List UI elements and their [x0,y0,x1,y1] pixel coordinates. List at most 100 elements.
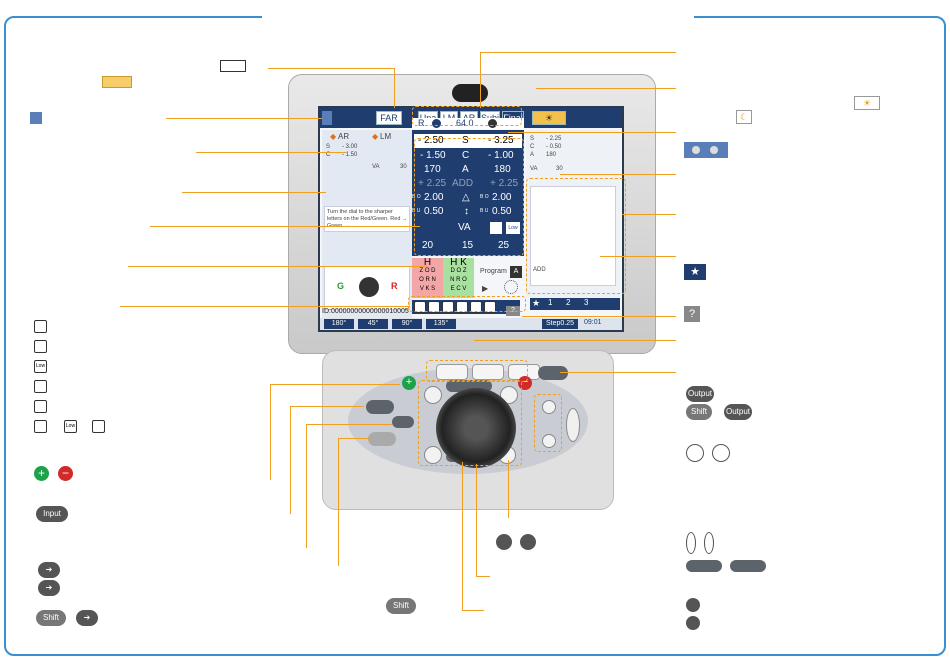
mask-icon[interactable] [428,301,440,313]
rotate-icon[interactable] [470,301,482,313]
pd-label: R [418,118,425,128]
square-toggle-icon[interactable] [490,222,502,234]
r-lm-a-key: A [530,152,535,158]
rocker-switch[interactable] [566,408,580,442]
round-key-bl[interactable] [424,446,442,464]
plus-button[interactable]: + [402,376,416,390]
leader-plus-v [270,384,271,480]
sensor-icon [452,84,488,102]
light-icon[interactable] [456,301,468,313]
round-right-legend-icon [520,534,536,550]
rocker-right-legend-icon [704,532,714,554]
r-lm-a-value: 180 [546,152,557,158]
collapse-arrow-icon[interactable] [322,111,332,125]
leader-bar [462,462,463,610]
far-tab[interactable]: FAR [376,111,402,125]
angle-90[interactable]: 90° [392,319,422,329]
eye-right-icon[interactable] [432,119,441,128]
contrast-icon[interactable] [414,301,426,313]
leader-output [560,372,676,373]
output-legend-icon-2: Output [724,404,752,420]
prism-icon: △ [462,192,470,203]
chart-toolbar [412,300,520,314]
leader-dial-h [476,576,490,577]
zoom-in-key[interactable] [542,400,556,414]
enter-legend-icon-1: ➔ [38,562,60,578]
page-3[interactable]: 3 [584,298,589,307]
page-2[interactable]: 2 [566,298,571,307]
angle-135[interactable]: 135° [426,319,456,329]
prism-vertical-icon: ↕ [464,206,469,217]
leader-dial [476,464,477,576]
star-icon[interactable]: ★ [532,298,541,308]
cyl-right: - 1.50 [420,150,446,161]
highlight-program-keys [426,360,528,382]
leader-keys [474,340,676,341]
step-value: Step0.25 [542,319,578,329]
bo-label-r: B O [412,194,421,200]
dial-graphic-icon [359,277,379,297]
zoom-out-key[interactable] [542,434,556,448]
angle-180[interactable]: 180° [324,319,354,329]
yellow-swatch-icon [102,76,132,88]
brightness-button[interactable]: ☀ [532,111,566,125]
sphere-row[interactable]: - 2.50 S - 3.25 [414,134,522,148]
leader-star [600,256,676,257]
frame-gap [262,12,694,22]
output-key[interactable] [538,366,568,380]
program-button-1[interactable] [436,364,468,380]
control-dial[interactable] [436,388,516,468]
lm-c-value: - 1.50 [342,152,358,158]
low-toggle[interactable]: Low [506,222,520,234]
r-va-value: 30 [556,166,563,172]
lm-label: LM [380,132,392,141]
prism-v-row[interactable]: B U 0.50 ↕ B U 0.50 [412,206,524,220]
green-letter: G [337,281,345,291]
chart-program-grid[interactable]: ADD [530,186,616,286]
va-value-bin: 15 [462,240,474,251]
va-label: VA [372,164,380,170]
play-icon[interactable]: ▶ [482,284,489,293]
status-bar: 180° 45° 90° 135° Step0.25 09:01 [320,318,622,330]
add-row[interactable]: + 2.25 ADD + 2.25 [412,178,524,192]
green-letters-4: E C V [450,286,467,292]
leader-input-v [290,406,291,514]
program-button-2[interactable] [472,364,504,380]
low-light-icon[interactable] [442,301,454,313]
input-key[interactable] [366,400,394,414]
light-alt-icon[interactable] [484,301,496,313]
leader-shift-v [338,438,339,566]
zoom-in-legend-icon [686,444,704,462]
cylinder-row[interactable]: - 1.50 C - 1.00 [412,150,524,164]
red-green-chart[interactable]: H Z O D O R N V K S H K D O Z N R O E C … [412,258,474,298]
bar-key-legend-icon-2 [730,560,766,572]
highlight-dial-keys [418,380,522,466]
page-1[interactable]: 1 [548,298,553,307]
r-lm-c-value: - 0.50 [546,144,562,150]
enter-key[interactable] [392,416,414,428]
enter-legend-icon-3: ➔ [76,610,98,626]
grid-add-label: ADD [533,267,546,273]
shift-key[interactable] [368,432,396,446]
angle-45[interactable]: 45° [358,319,388,329]
white-swatch-icon [220,60,246,72]
output-legend-icon: Output [686,386,714,402]
leader-far-v [394,68,395,108]
light-legend-icon [34,380,47,393]
red-letters-1: H [423,257,432,268]
bar-key-legend-icon-1 [686,560,722,572]
program-pager: ★ 1 2 3 [530,298,620,310]
axis-row[interactable]: 170 A 180 [412,164,524,178]
prism-h-row[interactable]: B O 2.00 △ B O 2.00 [412,192,524,206]
round-left-legend-icon [496,534,512,550]
leader-grid [560,174,676,175]
leader-values [150,226,420,227]
leader-far [268,68,394,69]
low-legend-icon-2: Low [64,420,77,433]
eye-left-icon[interactable] [488,119,497,128]
input-legend-icon: Input [36,506,68,522]
program-badge[interactable]: A [510,266,522,278]
light-legend-icon-2 [92,420,105,433]
round-key-tl[interactable] [424,386,442,404]
sphere-label: S [462,135,469,146]
